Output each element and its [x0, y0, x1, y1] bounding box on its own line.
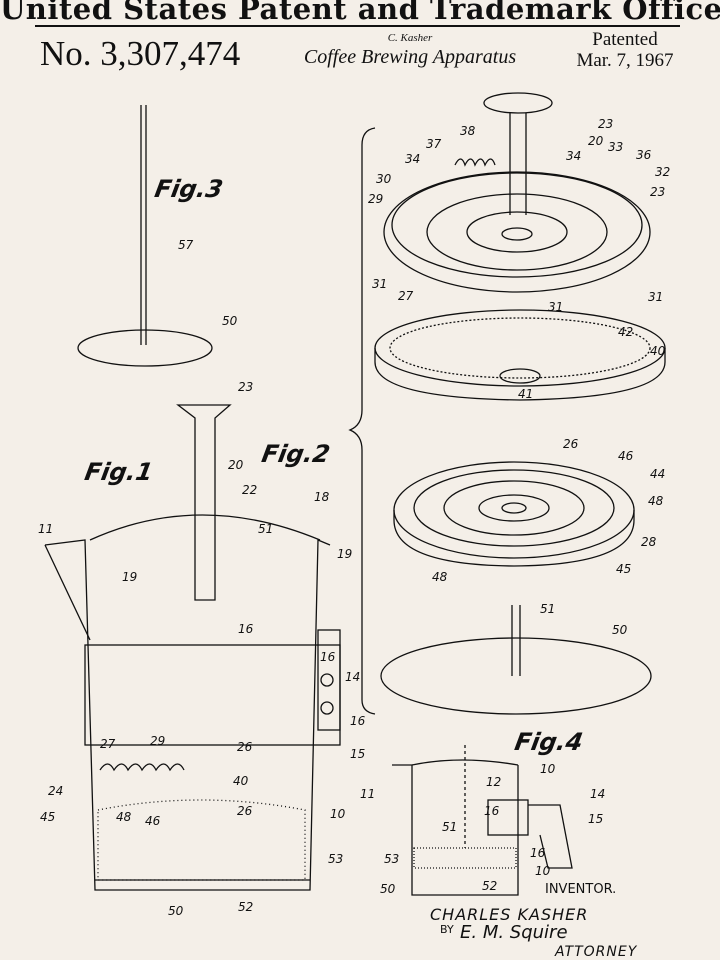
- fig1-label: Fig.1: [82, 458, 156, 486]
- numeral: 31: [648, 290, 664, 304]
- inventor-short: C. Kasher: [387, 32, 433, 44]
- numeral: 20: [588, 134, 604, 148]
- numeral: 41: [518, 387, 534, 401]
- numeral: 37: [426, 137, 442, 151]
- fig2-base-disc: [380, 605, 652, 715]
- numeral: 22: [242, 483, 258, 497]
- patent-number: No. 3,307,474: [40, 34, 241, 73]
- fig4-label: Fig.4: [512, 728, 586, 756]
- numeral: 38: [460, 124, 476, 138]
- numeral: 50: [222, 314, 238, 328]
- numeral: 23: [650, 185, 666, 199]
- numeral: 23: [598, 117, 614, 131]
- numeral: 16: [320, 650, 336, 664]
- office-title: United States Patent and Trademark Offic…: [0, 0, 720, 26]
- fig2-filter-disc: [393, 461, 635, 567]
- numeral: 18: [314, 490, 330, 504]
- numeral: 48: [648, 494, 664, 508]
- numeral: 20: [228, 458, 244, 472]
- numeral: 31: [372, 277, 388, 291]
- fig3-label: Fig.3: [152, 175, 226, 203]
- header-rule: [35, 25, 680, 27]
- fig3-drawing: [77, 105, 213, 367]
- numeral: 45: [616, 562, 632, 576]
- fig4-drawing: [392, 745, 573, 896]
- numeral: 53: [328, 852, 344, 866]
- numeral: 57: [178, 238, 194, 252]
- fig1-drawing: [44, 404, 341, 891]
- numeral: 10: [330, 807, 346, 821]
- numeral: 27: [398, 289, 414, 303]
- numeral: 51: [258, 522, 274, 536]
- numeral: 29: [150, 734, 166, 748]
- numeral: 11: [38, 522, 54, 536]
- numeral: 34: [405, 152, 421, 166]
- numeral: 16: [530, 846, 546, 860]
- inventor-label: INVENTOR.: [545, 882, 617, 897]
- numeral: 48: [116, 810, 132, 824]
- numeral: 11: [360, 787, 376, 801]
- numeral: 24: [48, 784, 64, 798]
- numeral: 30: [376, 172, 392, 186]
- numeral: 27: [100, 737, 116, 751]
- fig2-screen: [374, 309, 666, 401]
- numeral: 16: [238, 622, 254, 636]
- numeral: 34: [566, 149, 582, 163]
- numeral: 29: [368, 192, 384, 206]
- attorney-signature: E. M. Squire: [460, 922, 568, 943]
- numeral: 16: [350, 714, 366, 728]
- numeral: 40: [233, 774, 249, 788]
- numeral: 16: [484, 804, 500, 818]
- numeral: 48: [432, 570, 448, 584]
- numeral: 46: [618, 449, 634, 463]
- numeral: 26: [563, 437, 579, 451]
- numeral: 12: [486, 775, 502, 789]
- patented-label: Patented: [592, 29, 658, 50]
- attorney-label: ATTORNEY: [555, 944, 638, 960]
- by-label: BY: [440, 923, 454, 936]
- numeral: 50: [380, 882, 396, 896]
- date: Mar. 7, 1967: [576, 50, 674, 71]
- patent-date: Patented Mar. 7, 1967: [560, 29, 690, 71]
- numeral: 33: [608, 140, 624, 154]
- numeral: 23: [238, 380, 254, 394]
- numeral: 44: [650, 467, 666, 481]
- numeral: 15: [350, 747, 366, 761]
- numeral: 40: [650, 344, 666, 358]
- numeral: 10: [535, 864, 551, 878]
- numeral: 50: [168, 904, 184, 918]
- numeral: 51: [442, 820, 458, 834]
- numeral: 32: [655, 165, 671, 179]
- numeral: 15: [588, 812, 604, 826]
- numeral: 50: [612, 623, 628, 637]
- numeral: 26: [237, 740, 253, 754]
- fig2-top: [383, 92, 651, 293]
- numeral: 10: [540, 762, 556, 776]
- numeral: 19: [122, 570, 138, 584]
- numeral: 14: [345, 670, 361, 684]
- numeral: 51: [540, 602, 556, 616]
- numeral: 26: [237, 804, 253, 818]
- numeral: 31: [548, 300, 564, 314]
- numeral: 53: [384, 852, 400, 866]
- numeral: 52: [238, 900, 254, 914]
- numeral: 52: [482, 879, 498, 893]
- numeral: 19: [337, 547, 353, 561]
- numeral: 36: [636, 148, 652, 162]
- fig2-label: Fig.2: [259, 440, 333, 468]
- patent-title: Coffee Brewing Apparatus: [303, 46, 517, 68]
- numeral: 46: [145, 814, 161, 828]
- numeral: 28: [641, 535, 657, 549]
- numeral: 45: [40, 810, 56, 824]
- numeral: 42: [618, 325, 634, 339]
- numeral: 14: [590, 787, 606, 801]
- inventor-name: CHARLES KASHER: [430, 905, 589, 924]
